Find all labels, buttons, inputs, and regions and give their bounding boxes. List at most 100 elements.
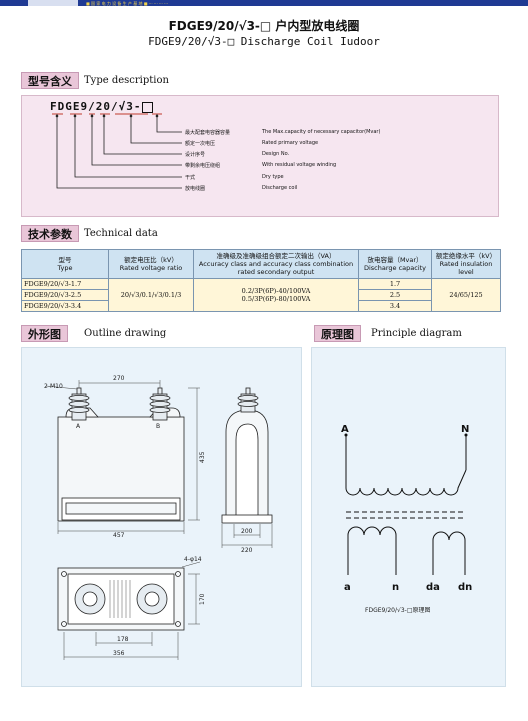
col-type-cn: 型号 (58, 256, 72, 264)
accuracy-line-1: 0.5/3P(6P)-80/100VA (241, 295, 311, 303)
model-cell: FDGE9/20/√3-3.4 (21, 300, 109, 312)
tech-section-tag: 技术参数 (21, 225, 79, 242)
col-insulation-en: Rated insulation level (439, 260, 493, 276)
core-lines (346, 511, 466, 519)
side-view (221, 409, 273, 524)
type-description-box (21, 95, 499, 217)
terminal-da: da (426, 582, 440, 593)
table-row: FDGE9/20/√3-3.4 3.4 (21, 300, 501, 312)
table-row: FDGE9/20/√3-2.5 2.5 (21, 289, 501, 301)
terminal-N: N (461, 424, 469, 435)
col-voltage-cn: 额定电压比（kV） (124, 256, 178, 264)
desc-en-1: Rated primary voltage (262, 140, 319, 146)
desc-en-0: The Max.capacity of necessary capacitor(… (262, 129, 381, 135)
dim-178: 178 (117, 636, 129, 643)
insulator-right (149, 387, 171, 421)
desc-cn-3: 带剩余电压绕组 (185, 163, 221, 169)
capacity-cell: 3.4 (358, 300, 432, 312)
dim-270: 270 (113, 375, 125, 382)
col-accuracy-cn: 准确级及准确级组合额定二次输出（VA） (216, 252, 336, 260)
top-dimension-lines (63, 561, 201, 660)
mount-hole (61, 571, 67, 577)
capacity-placeholder-box (142, 101, 154, 113)
insulator-side (237, 387, 259, 413)
dim-200: 200 (241, 528, 253, 535)
mount-hole (175, 621, 181, 627)
col-voltage: 额定电压比（kV）Rated voltage ratio (108, 249, 194, 279)
side-inner (235, 423, 259, 522)
desc-en-3: With residual voltage winding (262, 162, 337, 168)
terminal-b-label: B (156, 423, 160, 430)
dim-220: 220 (241, 547, 253, 554)
front-dimension-lines (45, 380, 200, 534)
desc-en-4: Dry type (262, 174, 284, 180)
insulator-left (68, 387, 90, 421)
company-logo (28, 0, 78, 6)
col-capacity-cn: 放电容量（Mvar） (367, 256, 423, 264)
terminal-n: n (392, 582, 399, 593)
col-accuracy: 准确级及准确级组合额定二次输出（VA）Accuracy class and ac… (193, 249, 359, 279)
outline-section-tag: 外形图 (21, 325, 68, 342)
principle-diagram-panel (311, 347, 506, 687)
terminal-N-dot (464, 433, 468, 437)
outline-section-label: Outline drawing (84, 328, 167, 339)
model-code: FDGE9/20/√3- (50, 100, 154, 113)
terminal-dn: dn (458, 582, 472, 593)
principle-section-tag: 原理图 (314, 325, 361, 342)
desc-cn-5: 放电线圈 (185, 186, 206, 192)
side-dimension-lines (221, 524, 273, 548)
col-accuracy-en: Accuracy class and accuracy class combin… (198, 260, 354, 276)
dim-356: 356 (113, 650, 125, 657)
col-capacity: 放电容量（Mvar）Discharge capacity (358, 249, 432, 279)
terminal-a: a (344, 582, 351, 593)
desc-cn-4: 干式 (185, 175, 196, 181)
col-capacity-en: Discharge capacity (363, 264, 427, 272)
front-view (57, 407, 185, 522)
page-title-en: FDGE9/20/√3-□ Discharge Coil Iudoor (148, 35, 380, 48)
col-insulation: 额定绝缘水平（kV）Rated insulation level (431, 249, 501, 279)
mount-hole (175, 571, 181, 577)
secondary-winding (347, 526, 397, 575)
type-section-tag: 型号含义 (21, 72, 79, 89)
type-section-label: Type description (84, 75, 169, 86)
voltage-ratio-cell: 20/√3/0.1/√3/0.1/3 (108, 278, 194, 312)
col-voltage-en: Rated voltage ratio (119, 264, 183, 272)
principle-caption: FDGE9/20/√3-□原理图 (365, 607, 430, 614)
dim-457: 457 (113, 532, 125, 539)
side-base (221, 514, 273, 524)
desc-en-2: Design No. (262, 151, 290, 157)
mount-hole (61, 621, 67, 627)
front-base-slot (65, 502, 177, 515)
col-type-en: Type (57, 264, 73, 272)
terminal-A-dot (344, 433, 348, 437)
cooling-ribs (109, 580, 131, 618)
banner-text: ■ 国 家 电 力 设 备 生 产 基 地 ■ ··· ··· ··· ··· (86, 1, 168, 6)
dim-435: 435 (199, 451, 206, 463)
dim-m10: 2-M10 (44, 383, 63, 390)
accuracy-line-0: 0.2/3P(6P)-40/100VA (241, 287, 311, 295)
insulation-cell: 24/65/125 (431, 278, 501, 312)
desc-cn-2: 设计序号 (185, 152, 206, 158)
principle-section-label: Principle diagram (371, 328, 462, 339)
model-code-text: FDGE9/20/√3- (50, 100, 142, 113)
dim-170: 170 (199, 593, 206, 605)
top-banner: ■ 国 家 电 力 设 备 生 产 基 地 ■ ··· ··· ··· ··· (0, 0, 528, 6)
page-title-cn: FDGE9/20/√3-□ 户内型放电线圈 (168, 19, 360, 33)
desc-cn-0: 最大配套电容器容量 (185, 130, 231, 136)
desc-cn-1: 额定一次电压 (185, 141, 216, 147)
dim-holes: 4-φ14 (184, 556, 202, 563)
terminal-A: A (341, 424, 349, 435)
terminal-a-label: A (76, 423, 81, 430)
residual-winding (432, 531, 466, 575)
tech-section-label: Technical data (84, 228, 158, 239)
top-view (57, 567, 185, 631)
primary-winding (345, 469, 467, 496)
col-insulation-cn: 额定绝缘水平（kV） (435, 252, 497, 260)
desc-en-5: Discharge coil (262, 185, 298, 191)
